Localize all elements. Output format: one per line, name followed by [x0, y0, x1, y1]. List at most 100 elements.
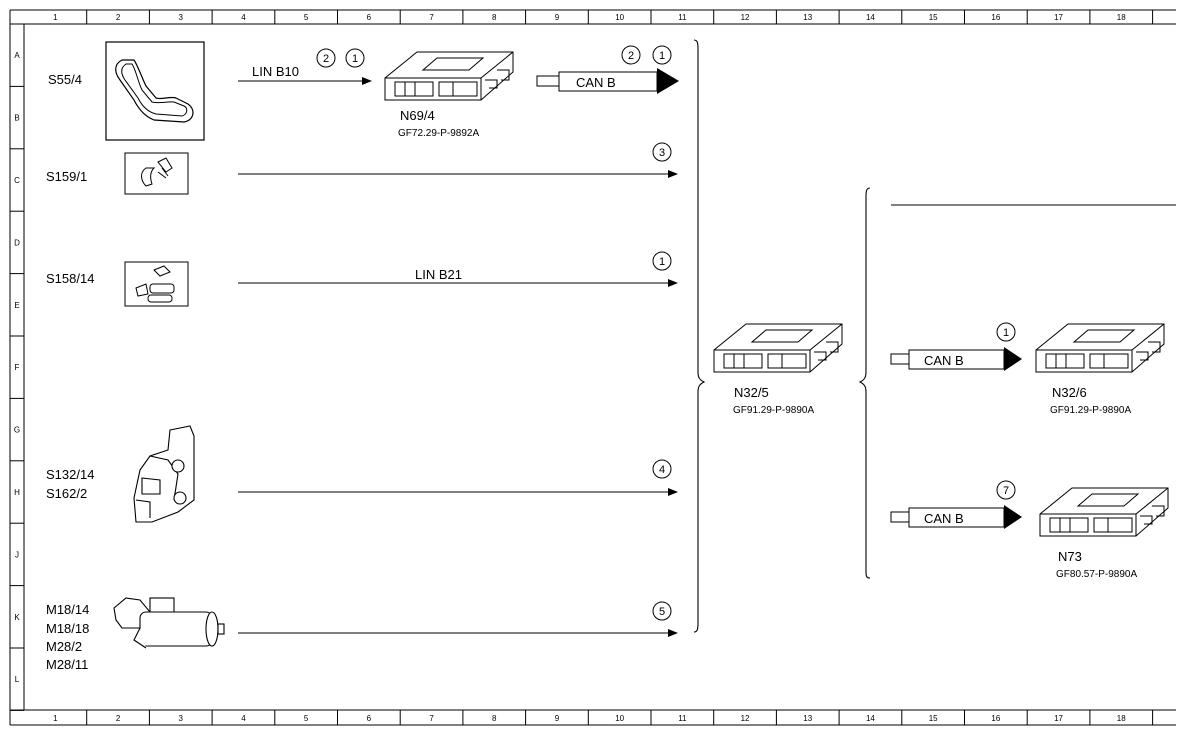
grid-column-label: 7: [429, 13, 434, 22]
svg-text:CAN B: CAN B: [924, 511, 964, 526]
grid-column-label: 13: [803, 714, 812, 723]
grid-column-label: 2: [116, 714, 121, 723]
can-b-top-connector: CAN B: [536, 68, 679, 94]
grid-column-label: 4: [241, 13, 246, 22]
s159-1-switch-icon: [124, 152, 189, 195]
label-lin-b10: LIN B10: [252, 64, 299, 79]
label-m18-18: M18/18: [46, 621, 89, 636]
grid-column-label: 15: [929, 13, 938, 22]
m18-motor-icon: [113, 597, 225, 649]
grid-column-label: 17: [1054, 714, 1063, 723]
svg-text:5: 5: [659, 606, 665, 618]
drawing-frame: [9, 9, 1176, 726]
grid-column-label: 9: [555, 714, 560, 723]
label-n73: N73: [1058, 549, 1082, 564]
grid-column-label: 11: [678, 13, 687, 22]
label-n32-6: N32/6: [1052, 385, 1087, 400]
svg-text:1: 1: [659, 50, 665, 62]
callout-s132: 4: [652, 459, 672, 479]
grid-row-label: A: [14, 51, 20, 60]
label-s159-1: S159/1: [46, 169, 87, 184]
callout-s159: 3: [652, 142, 672, 162]
grid-column-label: 2: [116, 13, 121, 22]
grid-row-label: L: [15, 675, 20, 684]
grid-row-label: C: [14, 176, 20, 185]
s158-14-switch-icon: [124, 261, 189, 307]
grid-column-label: 6: [367, 714, 372, 723]
output-brace: [858, 187, 871, 579]
grid-ticks: [10, 10, 1154, 725]
n32-6-control-unit-icon: [1035, 323, 1165, 373]
s55-4-seat-switch-icon: [105, 41, 205, 141]
grid-column-label: 8: [492, 714, 497, 723]
callout-can-top-a: 2: [621, 45, 641, 65]
grid-column-label: 1: [53, 714, 58, 723]
ref-n73: GF80.57-P-9890A: [1056, 569, 1137, 580]
label-m28-11: M28/11: [46, 657, 88, 672]
svg-text:1: 1: [1003, 327, 1009, 339]
grid-column-label: 14: [866, 714, 875, 723]
label-s162-2: S162/2: [46, 486, 87, 501]
grid-column-label: 9: [555, 13, 560, 22]
grid-column-label: 3: [179, 13, 184, 22]
svg-text:2: 2: [323, 53, 329, 65]
label-s132-14: S132/14: [46, 467, 94, 482]
svg-text:7: 7: [1003, 485, 1009, 497]
grid-column-label: 12: [741, 714, 750, 723]
svg-text:1: 1: [659, 256, 665, 268]
label-s55-4: S55/4: [48, 72, 82, 87]
label-n69-4: N69/4: [400, 108, 435, 123]
svg-text:2: 2: [628, 50, 634, 62]
label-lin-b21: LIN B21: [415, 267, 462, 282]
grid-column-label: 3: [179, 714, 184, 723]
callout-can-top-b: 1: [652, 45, 672, 65]
callout-can-bot: 7: [996, 480, 1016, 500]
label-m18-14: M18/14: [46, 602, 89, 617]
grid-column-label: 7: [429, 714, 434, 723]
svg-text:CAN B: CAN B: [924, 353, 964, 368]
grid-column-label: 13: [803, 13, 812, 22]
svg-text:CAN B: CAN B: [576, 75, 616, 90]
ref-n32-5: GF91.29-P-9890A: [733, 405, 814, 416]
can-b-bottom-connector: CAN B: [890, 505, 1022, 529]
grid-column-label: 14: [866, 13, 875, 22]
grid-labels: 1122334455667788991010111112121313141415…: [14, 13, 1126, 723]
grid-column-label: 18: [1117, 714, 1126, 723]
grid-row-label: H: [14, 488, 20, 497]
ref-n69-4: GF72.29-P-9892A: [398, 128, 479, 139]
label-m28-2: M28/2: [46, 639, 82, 654]
grid-column-label: 10: [615, 714, 624, 723]
grid-column-label: 15: [929, 714, 938, 723]
svg-text:3: 3: [659, 147, 665, 159]
grid-column-label: 8: [492, 13, 497, 22]
grid-row-label: B: [14, 114, 19, 123]
callout-m18: 5: [652, 601, 672, 621]
n32-5-control-unit-icon: [713, 323, 843, 373]
callout-lin-b10-a: 2: [316, 48, 336, 68]
ref-n32-6: GF91.29-P-9890A: [1050, 405, 1131, 416]
grid-column-label: 11: [678, 714, 687, 723]
s132-14-switch-assembly-icon: [133, 425, 195, 523]
callout-lin-b10-b: 1: [345, 48, 365, 68]
n69-4-control-unit-icon: [384, 51, 514, 101]
grid-column-label: 16: [991, 13, 1000, 22]
grid-column-label: 17: [1054, 13, 1063, 22]
can-b-mid-connector: CAN B: [890, 347, 1022, 371]
n73-control-unit-icon: [1039, 487, 1169, 537]
grid-column-label: 5: [304, 13, 309, 22]
callout-can-mid: 1: [996, 322, 1016, 342]
grid-row-label: E: [14, 301, 19, 310]
label-n32-5: N32/5: [734, 385, 769, 400]
grid-column-label: 18: [1117, 13, 1126, 22]
grid-row-label: J: [15, 550, 19, 559]
grid-column-label: 1: [53, 13, 58, 22]
grid-row-label: K: [14, 613, 20, 622]
grid-column-label: 6: [367, 13, 372, 22]
grid-column-label: 16: [991, 714, 1000, 723]
grid-row-label: G: [14, 426, 20, 435]
callout-lin-b21: 1: [652, 251, 672, 271]
svg-text:1: 1: [352, 53, 358, 65]
input-brace: [693, 39, 706, 633]
